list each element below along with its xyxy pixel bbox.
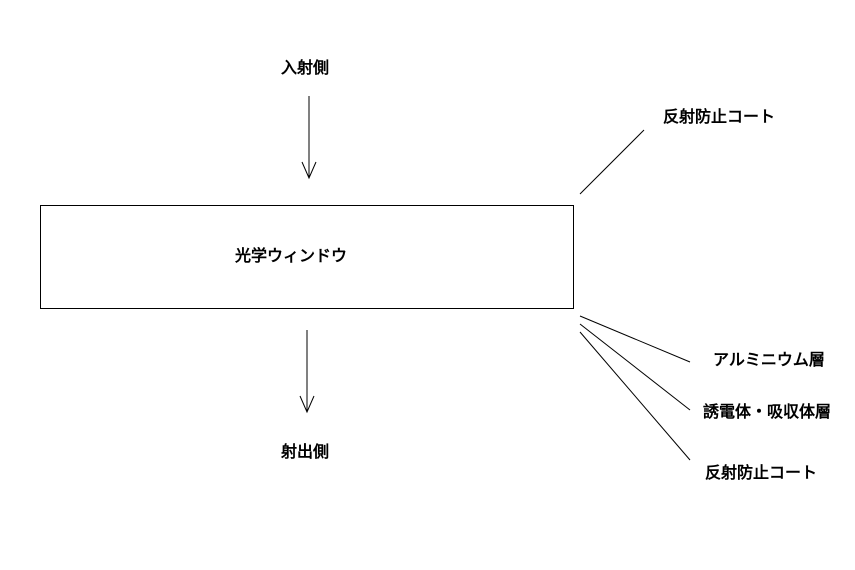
optical-window-label: 光学ウィンドウ bbox=[235, 246, 348, 265]
exit-arrow bbox=[299, 330, 315, 414]
leader-line-dielectric-absorber-layer bbox=[579, 323, 691, 411]
ar-coat-bottom-label: 反射防止コート bbox=[705, 463, 818, 482]
dielectric-absorber-layer-label: 誘電体・吸収体層 bbox=[703, 402, 832, 421]
incident-arrow bbox=[301, 96, 317, 180]
exit-side-label: 射出側 bbox=[281, 442, 330, 461]
ar-coat-top-label: 反射防止コート bbox=[663, 107, 776, 126]
leader-line-aluminum-layer bbox=[579, 315, 691, 363]
optical-window-box bbox=[40, 205, 574, 309]
aluminum-layer-label: アルミニウム層 bbox=[713, 350, 825, 369]
leader-line-ar-coat-top bbox=[579, 129, 645, 195]
leader-line-ar-coat-bottom bbox=[579, 331, 691, 461]
incident-side-label: 入射側 bbox=[281, 58, 330, 77]
